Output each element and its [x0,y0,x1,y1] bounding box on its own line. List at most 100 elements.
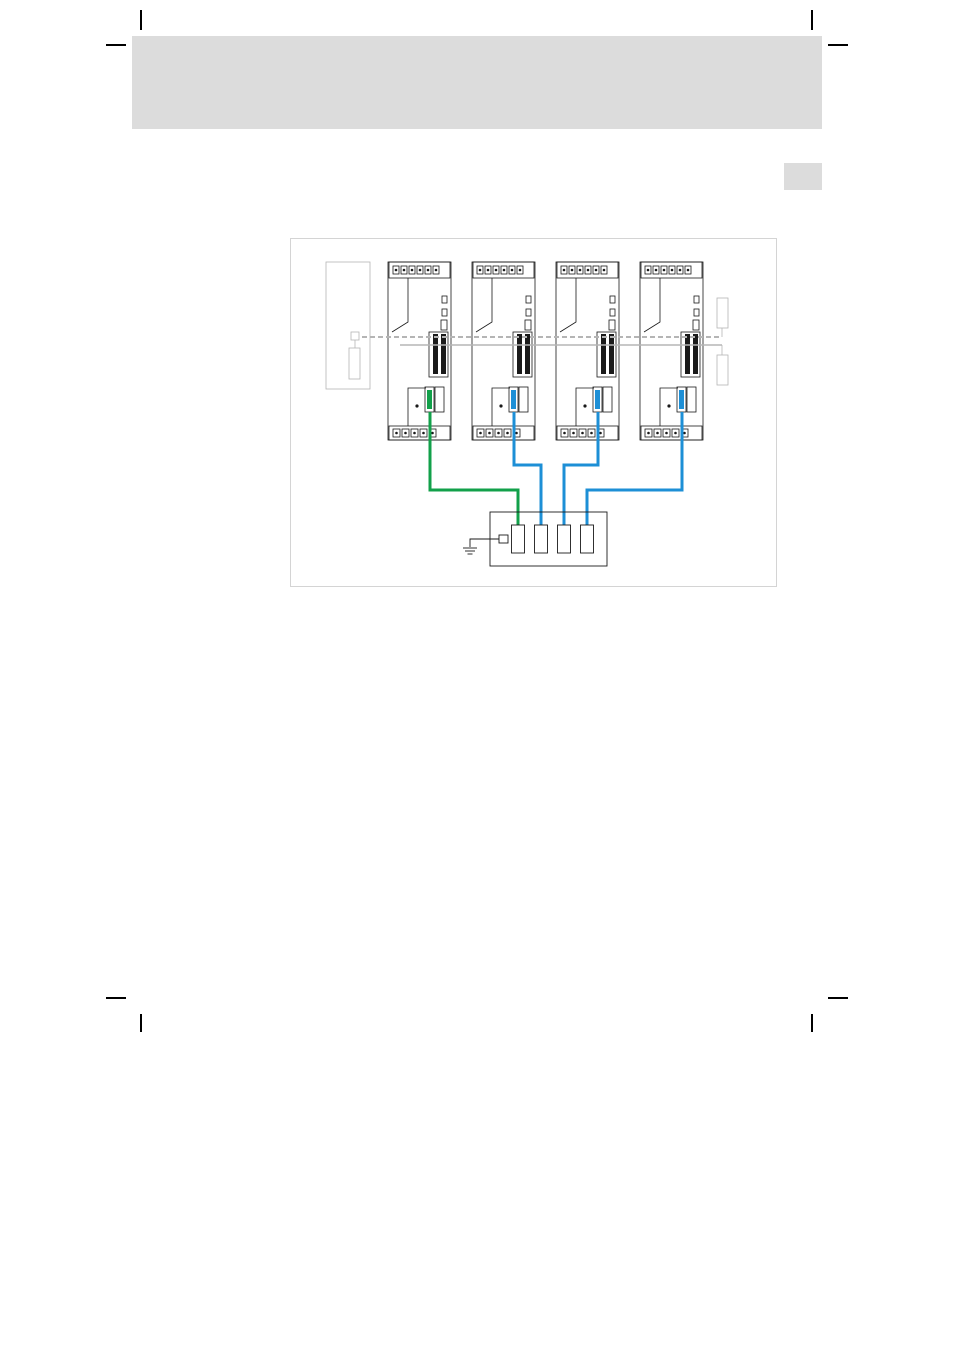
crop-mark-bottom-left-h [106,997,126,999]
top-terminal-screw [403,269,406,272]
ports-layer [512,525,594,553]
crop-mark-top-left-h [106,44,126,46]
bottom-terminal-strip [641,426,702,440]
top-terminal-screw [603,269,606,272]
status-led [694,296,699,303]
status-led [609,320,615,330]
top-terminal-screw [395,269,398,272]
bottom-terminal-screw [590,432,593,435]
header-band [132,36,822,129]
top-terminal-screw [679,269,682,272]
drive-unit-2 [472,262,535,440]
inner-panel-edge [392,278,408,332]
control-unit [326,262,370,389]
top-terminal-screw [503,269,506,272]
status-led [525,320,531,330]
top-terminal-screw [411,269,414,272]
fieldbus-pins [441,334,446,374]
ground-symbol [463,539,499,554]
top-terminal-screw [419,269,422,272]
fieldbus-pins [525,334,530,374]
interface-socket-2 [603,387,612,412]
top-terminal-screw [587,269,590,272]
top-terminal-screw [595,269,598,272]
distributor-port-1 [512,525,525,553]
crop-mark-top-left-v [140,10,142,30]
interface-socket-fill [595,390,600,409]
fieldbus-pins [609,334,614,374]
crop-mark-top-right-v [811,10,813,30]
inner-panel-edge [476,278,492,332]
drive-unit-1 [388,262,451,440]
bottom-terminal-screw [563,432,566,435]
fieldbus-pins [433,334,438,374]
bottom-terminal-screw [395,432,398,435]
bottom-terminal-screw [488,432,491,435]
top-terminal-screw [647,269,650,272]
bottom-terminal-screw [665,432,668,435]
top-terminal-screw [435,269,438,272]
top-terminal-screw [495,269,498,272]
top-terminal-screw [579,269,582,272]
status-led [526,309,531,316]
interface-socket-fill [511,390,516,409]
cables-layer [362,337,722,525]
top-terminal-screw [663,269,666,272]
fieldbus-pins [601,334,606,374]
top-terminal-screw [571,269,574,272]
status-led [441,320,447,330]
top-terminal-screw [519,269,522,272]
bottom-terminal-strip [389,426,450,440]
top-terminal-screw [427,269,430,272]
top-terminal-screw [487,269,490,272]
bottom-terminal-strip [473,426,534,440]
status-led [526,296,531,303]
bottom-terminal-screw [422,432,425,435]
crop-mark-top-right-h [828,44,848,46]
fieldbus-pins [693,334,698,374]
chapter-tab [784,163,822,190]
mounting-point [667,404,670,407]
bottom-terminal-strip [557,426,618,440]
mounting-point [499,404,502,407]
distributor-port-4 [581,525,594,553]
bottom-terminal-screw [674,432,677,435]
wiring-diagram-svg [290,238,777,587]
status-led [442,309,447,316]
top-terminal-screw [511,269,514,272]
interface-socket-2 [519,387,528,412]
fieldbus-pins [685,334,690,374]
wiring-diagram [290,238,777,587]
distributor-port-2 [535,525,548,553]
bottom-terminal-screw [515,432,518,435]
figure-frame [291,239,777,587]
bottom-terminal-screw [572,432,575,435]
interface-socket-2 [687,387,696,412]
bottom-terminal-screw [506,432,509,435]
bottom-terminal-screw [404,432,407,435]
status-led [610,296,615,303]
interface-socket-2 [435,387,444,412]
inner-panel-edge [560,278,576,332]
crop-mark-bottom-left-v [140,1014,142,1032]
bottom-terminal-screw [413,432,416,435]
bottom-terminal-screw [479,432,482,435]
bottom-terminal-screw [647,432,650,435]
status-led [442,296,447,303]
distributor-port-3 [558,525,571,553]
mounting-point [415,404,418,407]
bottom-terminal-screw [656,432,659,435]
top-terminal-screw [687,269,690,272]
drive-unit-3 [556,262,619,440]
drives-layer [388,262,703,440]
bus-terminators [717,298,728,385]
bottom-terminal-screw [581,432,584,435]
crop-mark-bottom-right-h [828,997,848,999]
crop-mark-bottom-right-v [811,1014,813,1032]
inner-panel-edge [644,278,660,332]
bottom-terminal-screw [431,432,434,435]
bottom-terminal-screw [497,432,500,435]
top-terminal-screw [563,269,566,272]
mounting-point [583,404,586,407]
bottom-terminal-screw [599,432,602,435]
